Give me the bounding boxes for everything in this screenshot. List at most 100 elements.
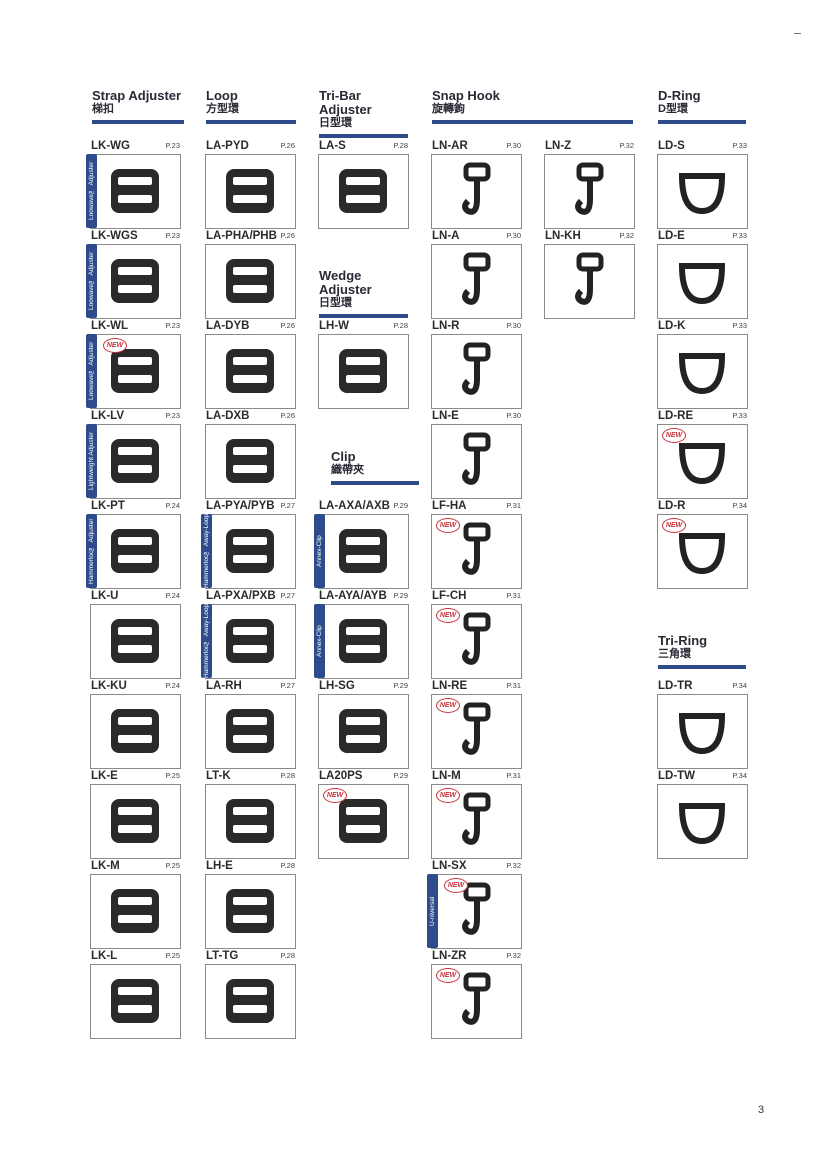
section-divider xyxy=(658,120,746,124)
section-title: Tri-Bar Adjuster xyxy=(319,88,372,117)
product-photo-icon xyxy=(226,259,274,303)
product-page-ref: P.26 xyxy=(280,411,295,420)
product-page-ref: P.26 xyxy=(280,231,295,240)
product-code: LN-Z xyxy=(545,140,572,152)
product-photo-icon xyxy=(575,252,604,305)
section-title: Snap Hook xyxy=(432,88,500,103)
product-image xyxy=(544,154,635,229)
product-photo-icon xyxy=(111,619,159,663)
product-page-ref: P.23 xyxy=(165,411,180,420)
product-code: LT-TG xyxy=(206,950,239,962)
product-image: NEW xyxy=(431,694,522,769)
product-la-pxa-pxb: LA-PXA/PXB P.27 Hammerloc™ Away-Loop xyxy=(201,590,297,679)
product-code: LF-HA xyxy=(432,500,467,512)
product-photo-icon xyxy=(111,799,159,843)
product-line-tab: Loowave™ Adjuster xyxy=(86,334,97,408)
product-code: LA-AXA/AXB xyxy=(319,500,390,512)
product-page-ref: P.32 xyxy=(619,231,634,240)
product-lt-k: LT-K P.28 xyxy=(205,770,297,859)
product-ln-re: LN-RE P.31 NEW xyxy=(431,680,523,769)
section-header-snap-hook: Snap Hook 旋轉鉤 xyxy=(432,89,633,124)
product-code: LN-R xyxy=(432,320,460,332)
product-page-ref: P.30 xyxy=(506,141,521,150)
product-ld-r: LD-R P.34 NEW xyxy=(657,500,749,589)
product-code: LH-SG xyxy=(319,680,355,692)
product-code: LD-E xyxy=(658,230,685,242)
product-page-ref: P.29 xyxy=(393,681,408,690)
product-page-ref: P.28 xyxy=(393,321,408,330)
product-photo-icon xyxy=(226,799,274,843)
product-lk-pt: LK-PT P.24 Hammerloc™ Adjuster xyxy=(86,500,182,589)
section-header-tri-ring: Tri-Ring 三角環 xyxy=(658,634,746,669)
product-page-ref: P.31 xyxy=(506,591,521,600)
section-header-wedge-adjuster: Wedge Adjuster 日型環 xyxy=(319,269,408,318)
product-image xyxy=(205,784,296,859)
product-code: LN-M xyxy=(432,770,461,782)
product-photo-icon xyxy=(226,889,274,933)
product-photo-icon xyxy=(462,702,491,755)
product-photo-icon xyxy=(339,529,387,573)
section-divider xyxy=(658,665,746,669)
section-title: Loop xyxy=(206,88,238,103)
product-page-ref: P.25 xyxy=(165,861,180,870)
section-divider xyxy=(319,314,408,318)
product-page-ref: P.30 xyxy=(506,231,521,240)
product-image xyxy=(657,244,748,319)
product-page-ref: P.23 xyxy=(165,321,180,330)
product-code: LA-DYB xyxy=(206,320,250,332)
product-line-tab: Hammerloc™ Adjuster xyxy=(86,514,97,588)
product-photo-icon xyxy=(678,173,726,215)
product-photo-icon xyxy=(678,443,726,485)
product-page-ref: P.24 xyxy=(165,681,180,690)
product-image: NEW xyxy=(318,784,409,859)
product-code: LD-TW xyxy=(658,770,696,782)
section-title: Strap Adjuster xyxy=(92,88,182,103)
product-code: LN-E xyxy=(432,410,459,422)
product-photo-icon xyxy=(678,713,726,755)
section-title: Clip xyxy=(331,449,356,464)
product-lf-ch: LF-CH P.31 NEW xyxy=(431,590,523,679)
product-lk-l: LK-L P.25 xyxy=(90,950,182,1039)
new-badge: NEW xyxy=(436,788,460,803)
product-page-ref: P.33 xyxy=(732,141,747,150)
product-code: LN-RE xyxy=(432,680,468,692)
product-code: LK-WGS xyxy=(91,230,138,242)
product-lk-u: LK-U P.24 xyxy=(90,590,182,679)
product-ln-zr: LN-ZR P.32 NEW xyxy=(431,950,523,1039)
product-line-tab: Lightweight Adjuster xyxy=(86,424,97,498)
product-line-tab: Hammerloc™ Away-Loop xyxy=(201,514,212,588)
product-photo-icon xyxy=(462,342,491,395)
product-image xyxy=(431,424,522,499)
product-page-ref: P.33 xyxy=(732,231,747,240)
product-page-ref: P.27 xyxy=(280,591,295,600)
new-badge: NEW xyxy=(436,608,460,623)
product-code: LK-WG xyxy=(91,140,130,152)
product-code: LH-E xyxy=(206,860,233,872)
product-line-tab: U-niversal xyxy=(427,874,438,948)
product-image xyxy=(90,694,181,769)
section-subtitle: 織帶夾 xyxy=(331,464,364,476)
product-ld-tw: LD-TW P.34 xyxy=(657,770,749,859)
product-code: LN-SX xyxy=(432,860,467,872)
product-code: LA-DXB xyxy=(206,410,250,422)
product-page-ref: P.32 xyxy=(506,861,521,870)
product-line-tab: Annex-Clip xyxy=(314,604,325,678)
section-divider xyxy=(432,120,633,124)
product-image xyxy=(205,604,296,679)
product-page-ref: P.24 xyxy=(165,501,180,510)
product-image xyxy=(205,334,296,409)
product-photo-icon xyxy=(111,709,159,753)
product-photo-icon xyxy=(226,619,274,663)
product-la-s: LA-S P.28 xyxy=(318,140,410,229)
product-page-ref: P.33 xyxy=(732,321,747,330)
product-lh-w: LH-W P.28 xyxy=(318,320,410,409)
product-photo-icon xyxy=(462,882,491,935)
product-page-ref: P.28 xyxy=(280,951,295,960)
page-number: 3 xyxy=(758,1104,765,1116)
product-page-ref: P.27 xyxy=(280,681,295,690)
product-image xyxy=(90,964,181,1039)
product-photo-icon xyxy=(575,162,604,215)
section-header-strap-adjuster: Strap Adjuster 梯扣 xyxy=(92,89,184,124)
section-divider xyxy=(206,120,296,124)
